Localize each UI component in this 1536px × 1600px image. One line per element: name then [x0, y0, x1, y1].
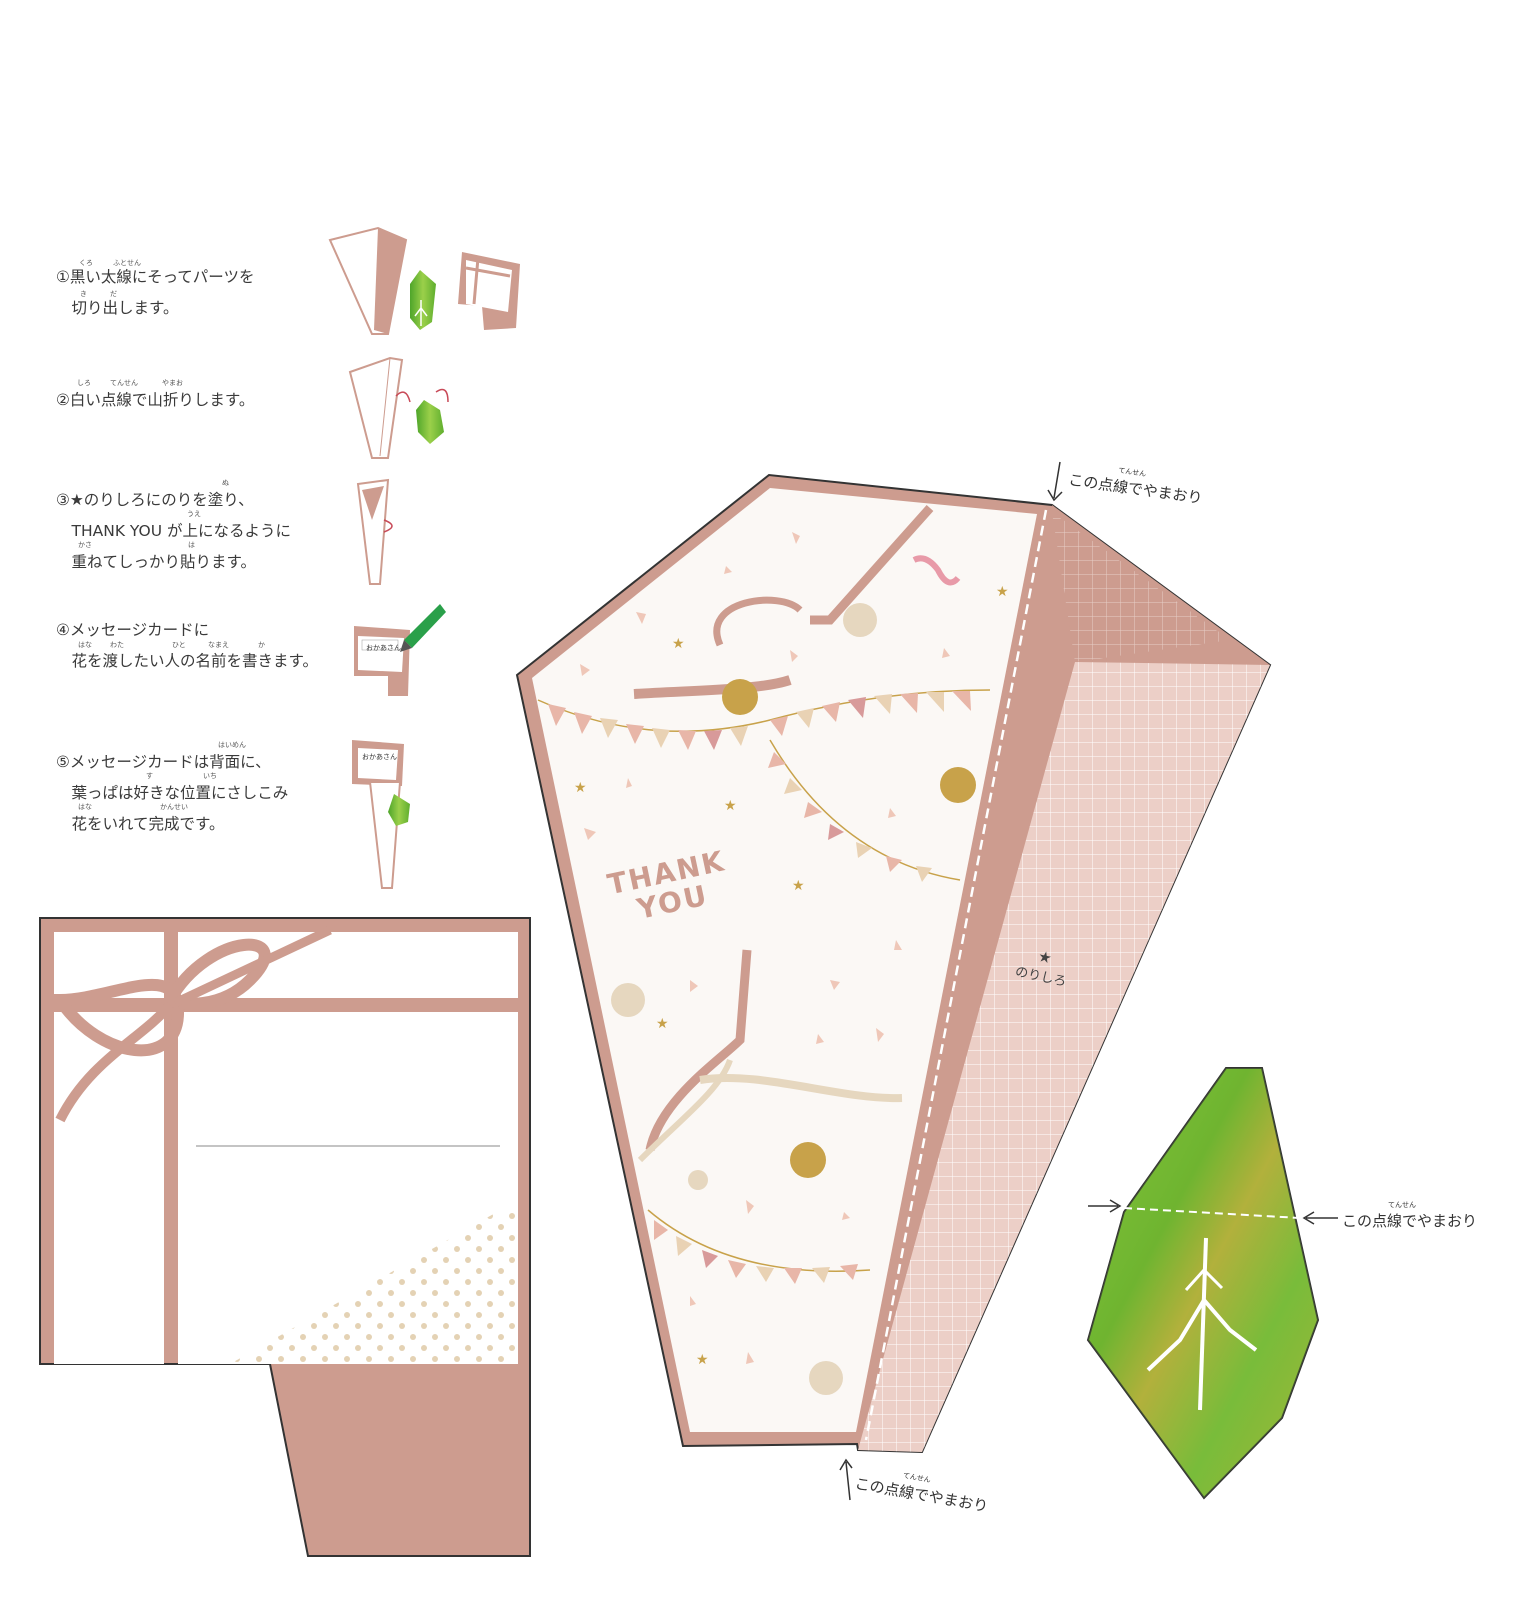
furigana: はいめん [218, 741, 246, 749]
leaf-part [1086, 1067, 1320, 1500]
fold-ruby-leaf: てんせん [1388, 1201, 1416, 1209]
step-5: ⑤メッセージカードは背面に、 葉っぱは好きな位置にさしこみ 花をいれて完成です。 [56, 753, 289, 833]
thumb-step1 [328, 226, 520, 335]
svg-text:★: ★ [696, 1352, 709, 1368]
pennant-row-2 [768, 752, 932, 882]
thumb-name-tag: おかあさん [366, 644, 401, 652]
step-2: ②白い点線で山折りします。 [56, 391, 255, 409]
pennant-row-1 [548, 691, 971, 750]
svg-text:★: ★ [574, 780, 587, 796]
furigana: き [80, 290, 87, 298]
furigana: くろ [79, 259, 93, 267]
confetti [580, 532, 950, 1364]
furigana: しろ [77, 379, 91, 387]
message-card [39, 917, 531, 1557]
thumb-step5 [352, 740, 410, 889]
furigana: ぬ [222, 479, 229, 487]
gold-stars: ★ ★ ★ ★ ★ ★ ★ [574, 584, 1009, 1368]
svg-text:★: ★ [656, 1016, 669, 1032]
furigana: ひと [172, 641, 186, 649]
step-3: ③★のりしろにのりを塗り、 THANK YOU が上になるように 重ねてしっかり… [56, 491, 292, 571]
step-4: ④メッセージカードに 花を渡したい人の名前を書きます。 [56, 621, 318, 670]
furigana: ふとせん [113, 259, 141, 267]
furigana: うえ [187, 510, 201, 518]
furigana: てんせん [110, 379, 138, 387]
svg-text:★: ★ [792, 878, 805, 894]
thumb-step3 [356, 478, 393, 585]
svg-text:★: ★ [996, 584, 1009, 600]
furigana: わた [110, 641, 124, 649]
step-1: ①黒い太線にそってパーツを 切り出します。 [56, 268, 255, 317]
bouquet-wrap: ★ ★ ★ ★ ★ ★ ★ [515, 473, 1272, 1454]
fold-text-leaf: この点線でやまおり [1342, 1212, 1478, 1230]
svg-text:★: ★ [672, 636, 685, 652]
furigana: か [258, 641, 265, 649]
svg-text:★: ★ [724, 798, 737, 814]
furigana: やまお [162, 379, 183, 387]
thumb-step4 [354, 604, 446, 696]
furigana: いち [203, 772, 217, 780]
fold-arrows [839, 461, 1338, 1501]
furigana: かんせい [160, 803, 188, 811]
furigana: はな [78, 641, 92, 649]
furigana: はな [78, 803, 92, 811]
furigana: なまえ [208, 641, 229, 649]
pennant-row-3 [654, 1220, 858, 1284]
furigana: す [146, 772, 153, 780]
furigana: かさ [78, 541, 92, 549]
thumb-step2 [348, 356, 449, 459]
furigana: は [188, 541, 195, 549]
furigana: だ [110, 290, 117, 298]
thumb-name-tag-2: おかあさん [362, 753, 397, 761]
fold-label-leaf: てんせん この点線でやまおり [1342, 1201, 1478, 1231]
